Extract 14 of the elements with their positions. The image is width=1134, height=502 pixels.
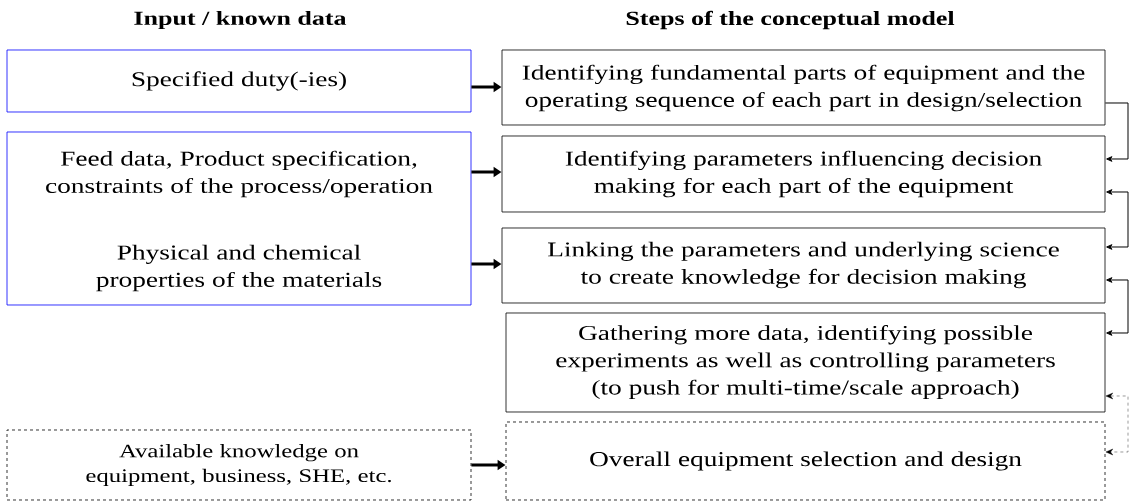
arrow: [1105, 392, 1129, 456]
arrow: [1106, 189, 1129, 250]
step-box: Gathering more data, identifying possible experiments as well as controlling parameters (to push for multi-time/scale approach): [505, 312, 1106, 413]
arrow: [1104, 102, 1129, 162]
column-heading: Input / known data: [134, 10, 347, 30]
arrow: [1106, 277, 1129, 336]
column-heading: Steps of the conceptual model: [626, 10, 955, 30]
step-box: Specified duty(-ies): [6, 49, 472, 113]
step-box: Feed data, Product specification, constraints of the process/operation Physical and chemical properties of the materials: [6, 131, 472, 306]
step-box: Linking the parameters and underlying science to create knowledge for decision making: [501, 227, 1106, 304]
step-box: Overall equipment selection and design: [505, 421, 1106, 501]
step-box: Identifying parameters influencing decision making for each part of the equipment: [501, 135, 1106, 213]
step-box: Available knowledge on equipment, business, SHE, etc.: [6, 429, 472, 501]
step-box: Identifying fundamental parts of equipment and the operating sequence of each part in design/selection: [501, 49, 1106, 126]
